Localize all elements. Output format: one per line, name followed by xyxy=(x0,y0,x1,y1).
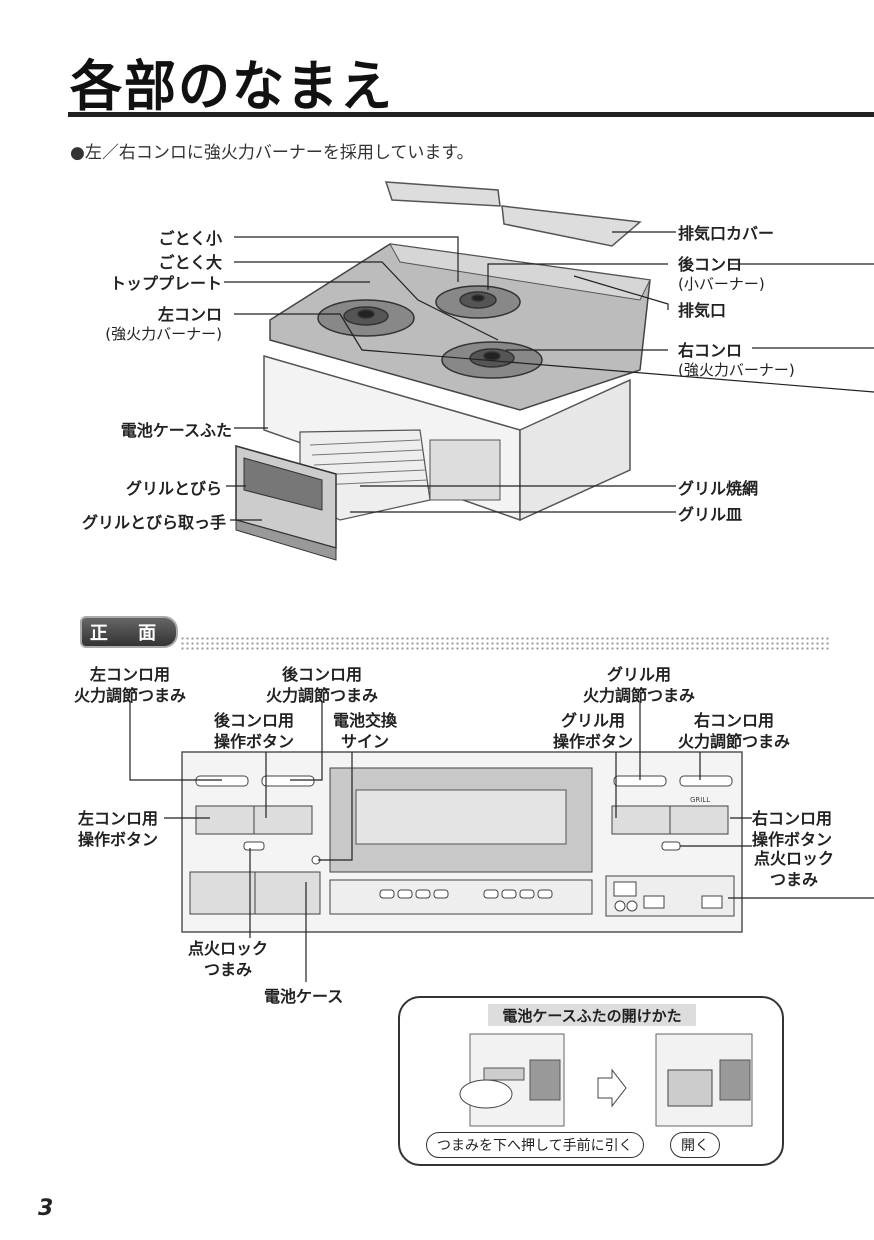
label-grill-pan: グリル皿 xyxy=(678,505,743,524)
label-gotoku-small: ごとく小 xyxy=(158,229,222,248)
label-left-button: 左コンロ用操作ボタン xyxy=(78,809,159,849)
label-ignition-lock-right: 点火ロックつまみ xyxy=(753,849,834,889)
label-top-plate: トッププレート xyxy=(109,274,222,293)
label-grill-knob: グリル用火力調節つまみ xyxy=(582,665,695,705)
label-exhaust-cover: 排気口カバー xyxy=(678,224,775,243)
section-tab-front: 正 面 xyxy=(80,616,178,648)
label-battery-cover: 電池ケースふた xyxy=(120,421,232,440)
label-left-burner-sub: (強火力バーナー) xyxy=(105,325,222,343)
howto-title: 電池ケースふたの開けかた xyxy=(488,1004,696,1026)
exhaust-cover-left-shape xyxy=(384,181,501,207)
label-grill-door-handle: グリルとびら取っ手 xyxy=(81,513,226,532)
intro-text: ●左／右コンロに強火力バーナーを採用しています。 xyxy=(70,143,474,163)
label-rear-knob: 後コンロ用火力調節つまみ xyxy=(265,665,378,705)
label-battery-sign: 電池交換サイン xyxy=(332,711,397,751)
label-left-knob: 左コンロ用火力調節つまみ xyxy=(73,665,186,705)
label-gotoku-large: ごとく大 xyxy=(158,253,222,272)
label-left-burner: 左コンロ xyxy=(157,305,222,324)
label-battery-case: 電池ケース xyxy=(264,987,344,1006)
label-ignition-lock-left: 点火ロックつまみ xyxy=(187,939,268,979)
label-rear-burner-sub: (小バーナー) xyxy=(678,275,765,293)
label-grill-grate: グリル焼網 xyxy=(678,479,759,498)
label-exhaust: 排気口 xyxy=(678,301,727,320)
label-right-button: 右コンロ用操作ボタン xyxy=(752,809,833,849)
title-rule xyxy=(68,112,874,117)
page-number: 3 xyxy=(38,1196,54,1221)
label-right-knob: 右コンロ用火力調節つまみ xyxy=(677,711,790,751)
burner-rear-shape xyxy=(435,285,521,319)
burner-right-shape xyxy=(441,341,543,379)
exhaust-cover-right-shape xyxy=(501,205,642,247)
label-grill-button: グリル用操作ボタン xyxy=(552,711,633,751)
howto-step1: つまみを下へ押して手前に引く xyxy=(426,1132,644,1158)
section-dotted-rule xyxy=(180,636,830,652)
howto-step2: 開く xyxy=(670,1132,720,1158)
arrow-right-icon xyxy=(597,1068,627,1108)
label-rear-burner: 後コンロ xyxy=(678,255,743,274)
label-right-burner-sub: (強火力バーナー) xyxy=(678,361,795,379)
cooktop-illustration xyxy=(224,181,874,561)
howto-box xyxy=(398,996,784,1166)
label-grill-door: グリルとびら xyxy=(125,479,222,498)
label-rear-button: 後コンロ用操作ボタン xyxy=(213,711,294,751)
panel-grill-mark: GRILL xyxy=(690,796,711,804)
burner-left-shape xyxy=(317,299,415,337)
page-title: 各部のなまえ xyxy=(70,55,395,119)
label-right-burner: 右コンロ xyxy=(678,341,743,360)
